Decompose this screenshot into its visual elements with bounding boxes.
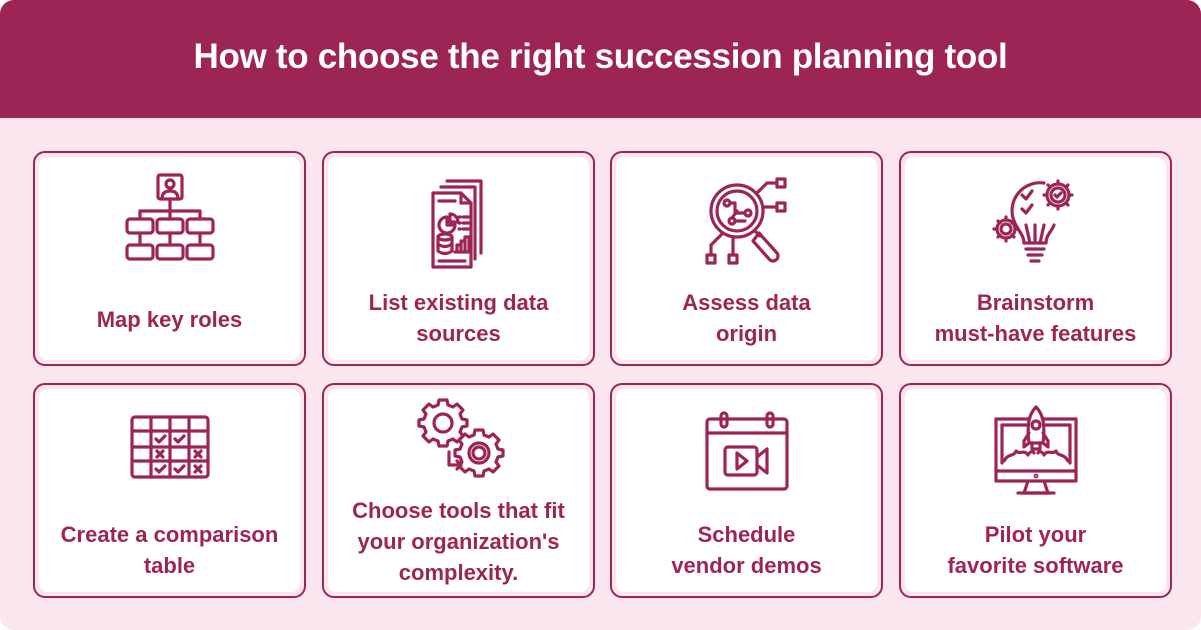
- org-chart-icon: [120, 171, 220, 271]
- step-label-line-2: origin: [715, 321, 778, 346]
- gears-arrow-icon: [409, 397, 509, 485]
- step-card-map-key-roles: Map key roles: [33, 151, 306, 366]
- step-card-choose-tools: Choose tools that fit your organization'…: [322, 383, 595, 598]
- step-card-assess-data-origin: Assess data origin: [610, 151, 883, 366]
- step-label-line-3: complexity.: [398, 560, 519, 585]
- step-label-line-2: sources: [416, 321, 501, 346]
- step-label-line-2: vendor demos: [671, 553, 822, 578]
- magnifier-network-icon: [697, 171, 797, 271]
- step-label-line-2: favorite software: [947, 553, 1124, 578]
- step-label-line-2: must-have features: [934, 321, 1137, 346]
- step-label-line-1: Schedule: [697, 522, 796, 547]
- header-banner: How to choose the right succession plann…: [0, 0, 1201, 118]
- step-card-pilot-software: Pilot your favorite software: [899, 383, 1172, 598]
- step-label-line-1: Pilot your: [984, 522, 1087, 547]
- monitor-rocket-icon: [986, 403, 1086, 503]
- data-documents-icon: [409, 171, 509, 271]
- step-label-line-1: Choose tools that fit: [352, 498, 565, 523]
- step-label-line-1: Assess data: [682, 290, 811, 315]
- step-card-brainstorm-features: Brainstorm must-have features: [899, 151, 1172, 366]
- step-label-line-1: Brainstorm: [976, 290, 1095, 315]
- calendar-video-icon: [697, 403, 797, 503]
- step-label-line-1: List existing data: [368, 290, 549, 315]
- page-title: How to choose the right succession plann…: [193, 36, 1008, 76]
- step-card-comparison-table: Create a comparison table: [33, 383, 306, 598]
- step-card-list-data-sources: List existing data sources: [322, 151, 595, 366]
- step-card-vendor-demos: Schedule vendor demos: [610, 383, 883, 598]
- lightbulb-gears-icon: [986, 171, 1086, 271]
- step-label-line-2: table: [143, 553, 196, 578]
- step-label-line-1: Create a comparison: [60, 522, 279, 547]
- step-label-line-2: your organization's: [357, 529, 560, 554]
- step-label: Map key roles: [96, 307, 243, 332]
- comparison-table-icon: [120, 403, 220, 503]
